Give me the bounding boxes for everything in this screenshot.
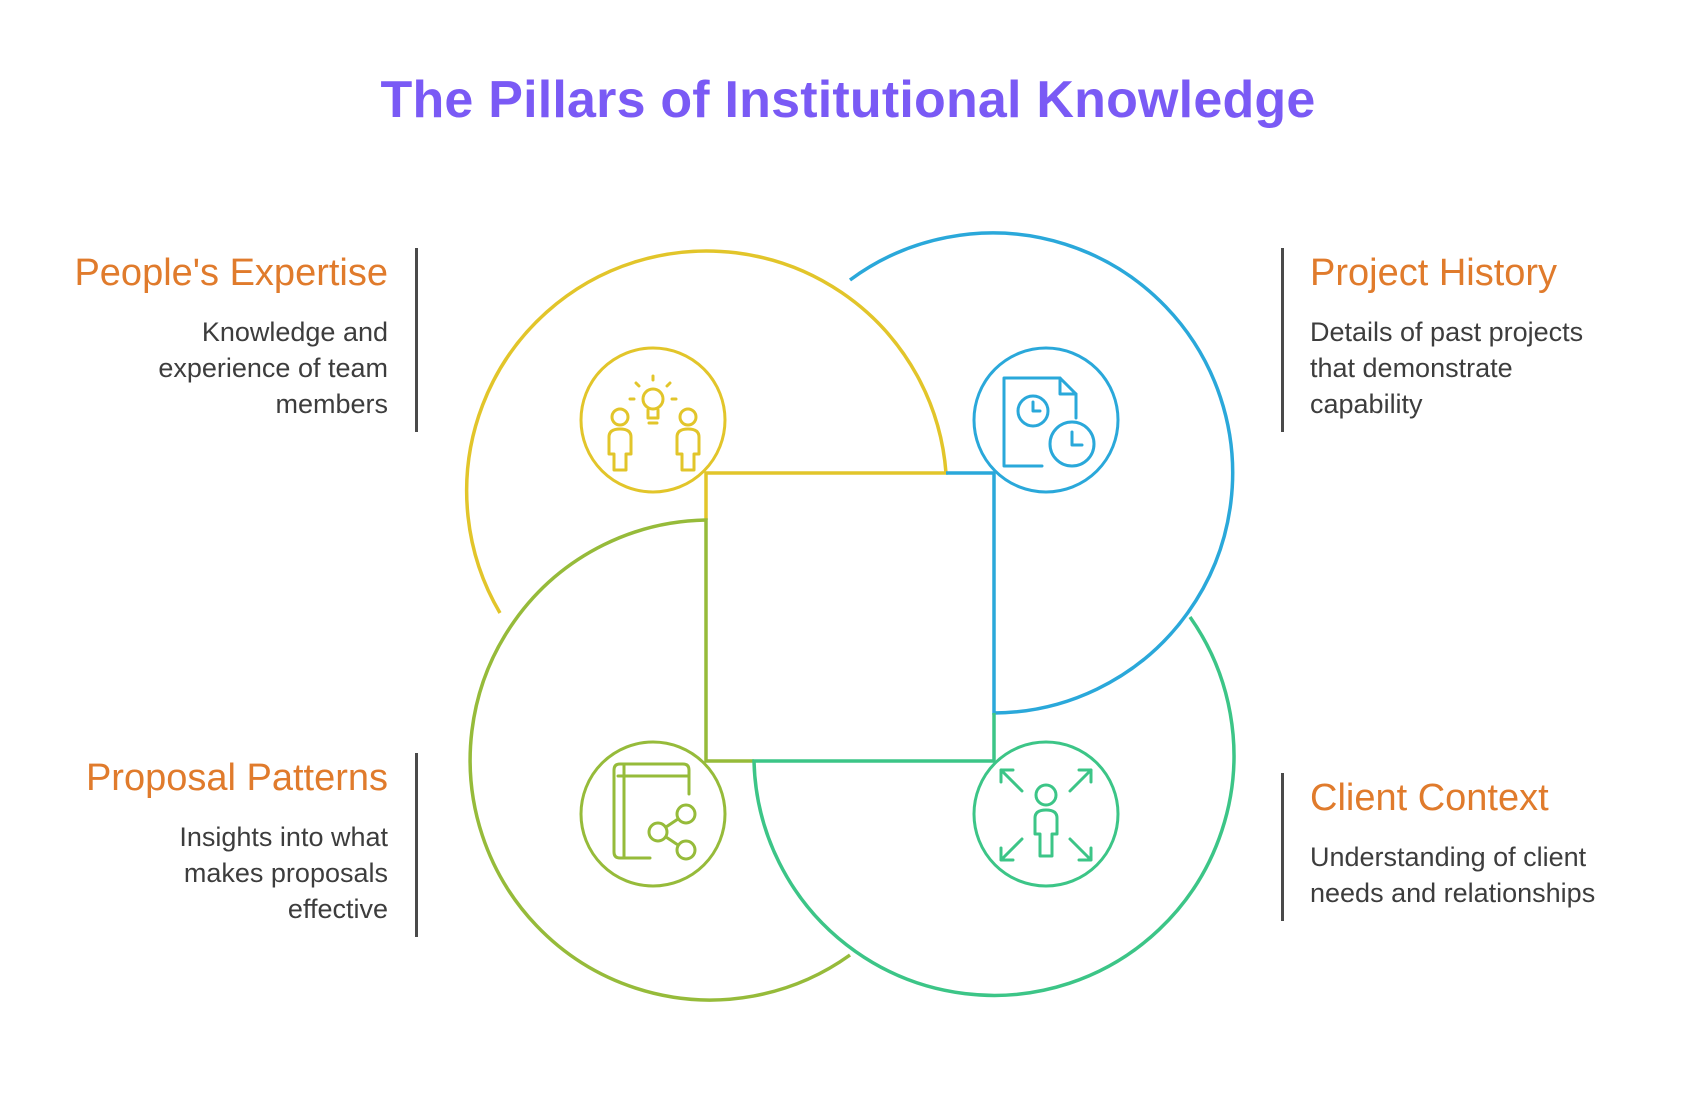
book-share-icon [579,740,727,888]
pillar-description: Insights into what makes proposals effec… [179,822,388,924]
pillar-description: Understanding of client needs and relati… [1310,842,1596,908]
document-clock-icon [972,346,1120,494]
pillar-description: Details of past projects that demonstrat… [1310,317,1584,419]
arc-client-context [752,615,1236,998]
pillar-description: Knowledge and experience of team members [158,317,388,419]
pillar-peoples-expertise: People's Expertise Knowledge and experie… [48,250,388,422]
pillar-heading: Proposal Patterns [85,757,388,799]
pillar-project-history: Project History Details of past projects… [1310,250,1650,422]
divider-project-history [1281,248,1284,432]
pillar-client-context: Client Context Understanding of client n… [1310,775,1650,911]
divider-peoples-expertise [415,248,418,432]
pillar-heading: Client Context [1310,777,1549,819]
people-lightbulb-icon [579,346,727,494]
arc-peoples-expertise [464,249,948,614]
arc-proposal-patterns [468,518,852,1002]
pillar-proposal-patterns: Proposal Patterns Insights into what mak… [48,755,388,927]
person-expand-icon [972,740,1120,888]
page-title: The Pillars of Institutional Knowledge [380,71,1316,129]
pillar-heading: People's Expertise [74,252,388,294]
divider-proposal-patterns [415,753,418,937]
divider-client-context [1281,773,1284,921]
arc-project-history [848,231,1235,715]
pillar-heading: Project History [1310,252,1558,294]
